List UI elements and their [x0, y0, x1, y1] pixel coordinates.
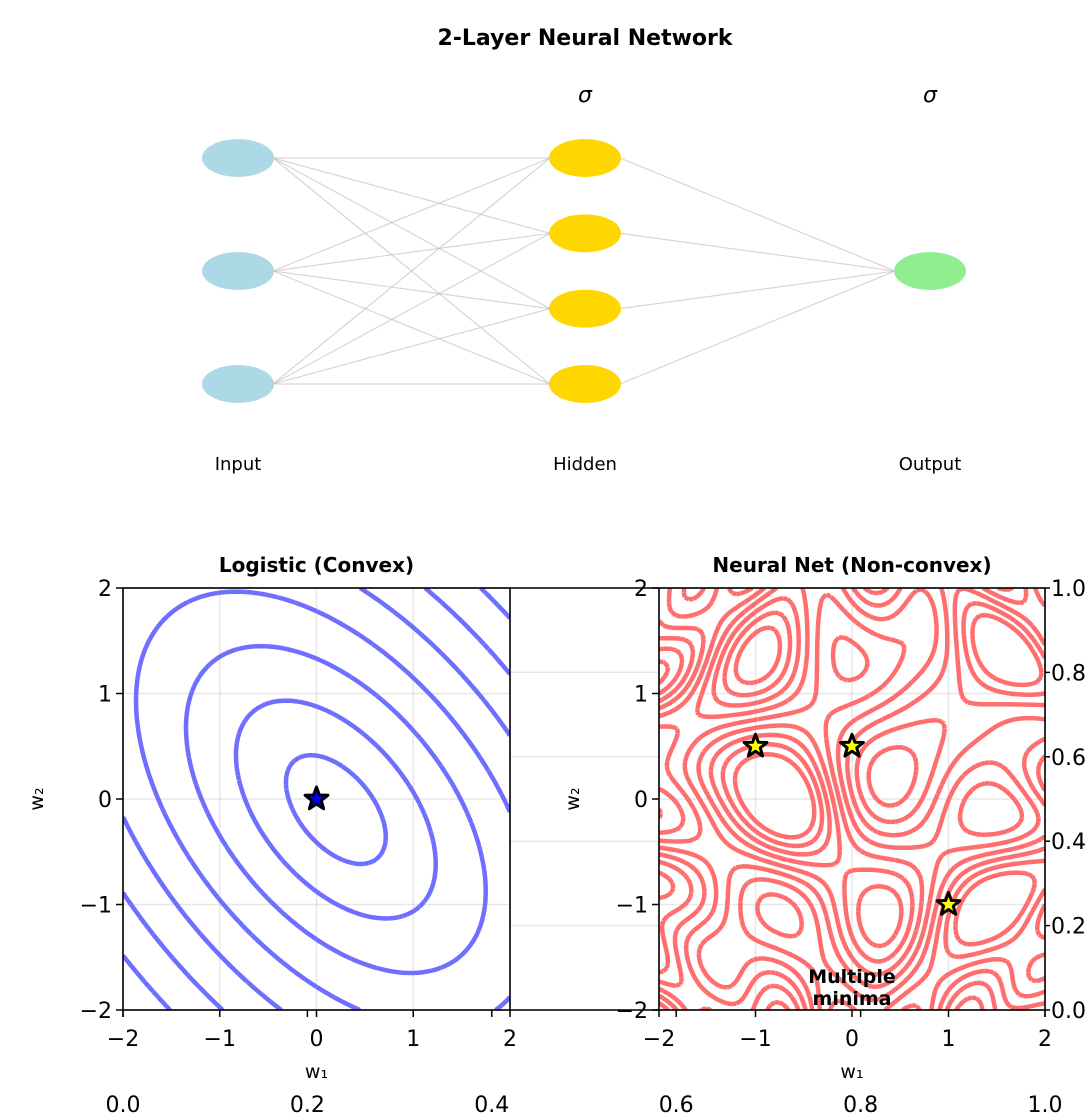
y-tick-label: 0.2	[1051, 915, 1086, 940]
node-hidden	[549, 289, 621, 328]
y-tick-label: 1	[634, 683, 648, 708]
x-axis-label: w₁	[840, 1061, 863, 1083]
x-tick-label: 1	[942, 1027, 956, 1052]
x-tick-label: 0	[310, 1027, 324, 1052]
y-tick-label: 0.0	[1051, 999, 1086, 1024]
x-tick-label: 2	[503, 1027, 517, 1052]
x-tick-label: 0.6	[659, 1093, 694, 1118]
axes-title: Neural Net (Non-convex)	[712, 553, 991, 577]
edge	[272, 232, 551, 272]
edge	[619, 270, 896, 385]
y-tick-label: 0.6	[1051, 746, 1086, 771]
contour-line	[123, 588, 510, 1010]
y-tick-label: −1	[80, 894, 112, 919]
y-tick-label: −2	[616, 999, 648, 1024]
y-axis-label: w₂	[562, 787, 584, 810]
x-tick-label: −1	[204, 1027, 236, 1052]
contour-line	[133, 589, 510, 1010]
y-tick-label: 0.4	[1051, 830, 1086, 855]
edge	[272, 270, 551, 385]
edge	[272, 157, 551, 272]
node-hidden	[549, 139, 621, 177]
activation-label: σ	[923, 83, 938, 108]
x-tick-label: 0.4	[474, 1093, 509, 1118]
y-tick-label: 0	[634, 788, 648, 813]
edge	[272, 270, 551, 310]
x-tick-label: −2	[107, 1027, 139, 1052]
activation-label: σ	[578, 83, 593, 108]
node-input	[202, 365, 274, 403]
contour-line	[659, 588, 1025, 1010]
x-tick-label: 0.8	[843, 1093, 878, 1118]
minimum-star-marker	[303, 785, 330, 811]
minimum-star-marker	[742, 732, 769, 758]
layer-label: Input	[215, 454, 262, 475]
edge	[272, 308, 551, 385]
node-hidden	[549, 214, 621, 253]
layer-label: Output	[899, 454, 962, 475]
minimum-star-marker	[839, 732, 865, 758]
minimum-star-marker	[935, 891, 962, 916]
annotation-line: minima	[813, 988, 892, 1010]
contour-line	[283, 752, 389, 867]
x-tick-label: −2	[643, 1027, 675, 1052]
layer-label: Hidden	[553, 454, 617, 475]
y-tick-label: 2	[98, 577, 112, 602]
x-tick-label: 1	[406, 1027, 420, 1052]
node-input	[202, 139, 274, 177]
edge	[272, 232, 551, 385]
figure-title: 2-Layer Neural Network	[437, 26, 733, 51]
x-tick-label: 0.0	[106, 1093, 141, 1118]
x-tick-label: −1	[739, 1027, 771, 1052]
edge	[272, 157, 551, 310]
x-tick-label: 1.0	[1028, 1093, 1063, 1118]
contour-line	[233, 698, 438, 921]
y-tick-label: 1	[98, 683, 112, 708]
axes-title: Logistic (Convex)	[219, 553, 414, 577]
node-input	[202, 252, 274, 290]
contour-line	[123, 588, 510, 1010]
logistic-axes: −2 −2 −1 −1 0 0 1 1 2 2 Logistic (Convex) w₁ w₂	[26, 553, 517, 1083]
y-tick-label: 0	[98, 788, 112, 813]
edge	[619, 157, 896, 272]
edge	[619, 232, 896, 272]
y-tick-label: 1.0	[1051, 577, 1086, 602]
x-tick-label: 0.2	[290, 1093, 325, 1118]
edge	[272, 157, 551, 234]
contour-line	[659, 588, 915, 1010]
node-output	[894, 252, 966, 290]
x-tick-label: 0	[845, 1027, 859, 1052]
y-tick-label: −1	[616, 894, 648, 919]
contour-line	[953, 612, 1044, 947]
x-tick-label: 2	[1038, 1027, 1052, 1052]
empty-axes-tick-labels: 0.0 0.0 0.2 0.2 0.4 0.4 0.6 0.6 0.8 0.8 1.0 1.0	[106, 577, 1087, 1118]
y-tick-label: −2	[80, 999, 112, 1024]
edge	[272, 157, 551, 385]
annotation-line: Multiple	[808, 966, 896, 988]
x-axis-label: w₁	[305, 1061, 328, 1083]
y-tick-label: 0.8	[1051, 661, 1086, 686]
edge	[619, 270, 896, 310]
contour-line	[659, 635, 904, 1010]
y-tick-label: 2	[634, 577, 648, 602]
contour-line	[183, 643, 488, 976]
contour-line	[659, 588, 1041, 1010]
node-hidden	[549, 365, 621, 403]
contour-line	[659, 588, 1045, 1010]
y-axis-label: w₂	[26, 787, 48, 810]
